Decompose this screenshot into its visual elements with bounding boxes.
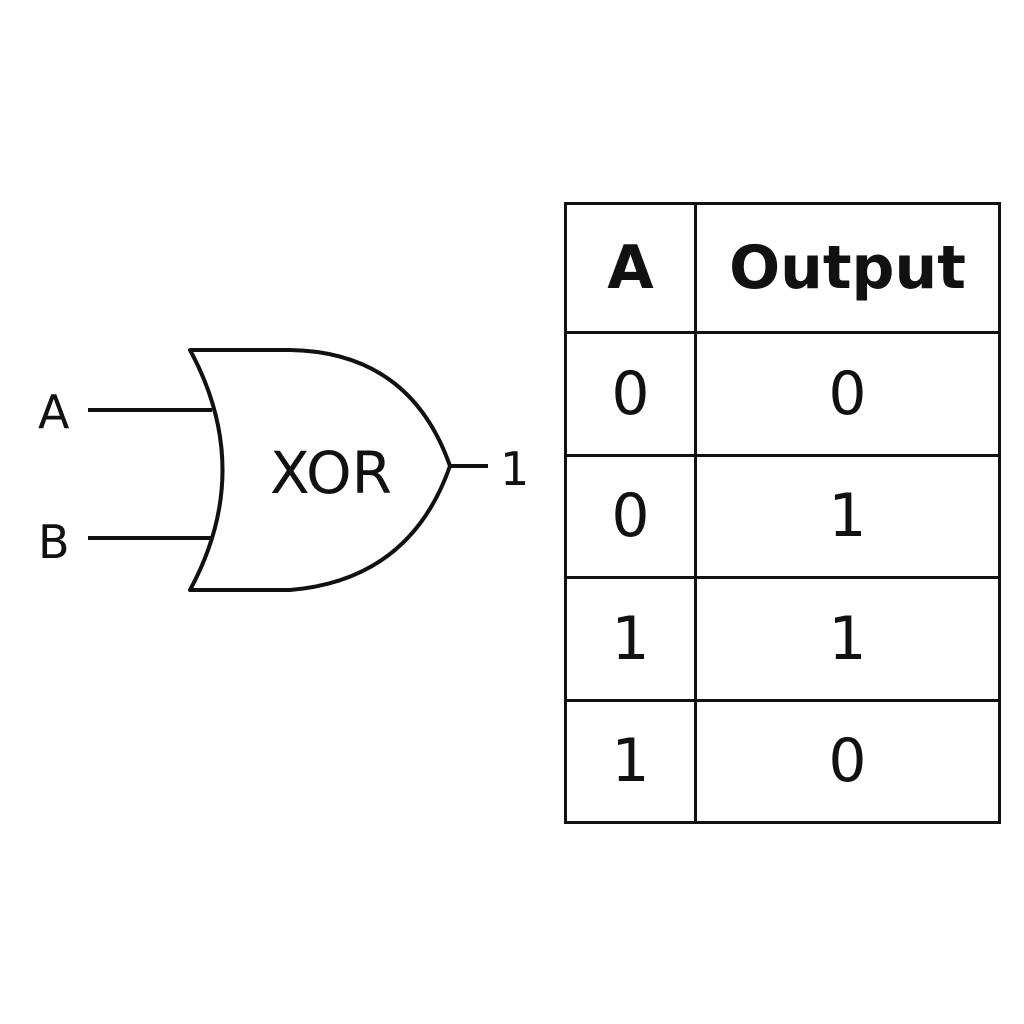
gate-label: XOR	[270, 439, 392, 507]
truth-table: A Output 0 0 0 1 1 1 1 0	[564, 202, 1001, 824]
cell-output: 0	[694, 698, 1001, 824]
output-value: 1	[500, 442, 529, 496]
input-a-label: A	[38, 385, 70, 439]
gate-body	[188, 348, 452, 592]
table-row: 0 1	[564, 453, 1001, 579]
table-row: 1 1	[564, 576, 1001, 702]
input-b-label: B	[38, 515, 70, 569]
cell-output: 1	[694, 453, 1001, 579]
table-row: 0 0	[564, 331, 1001, 457]
header-output: Output	[694, 202, 1001, 334]
table-row: 1 0	[564, 698, 1001, 824]
cell-output: 1	[694, 576, 1001, 702]
truth-table-header-row: A Output	[564, 202, 1001, 334]
cell-a: 0	[564, 331, 697, 457]
cell-a: 0	[564, 453, 697, 579]
header-a: A	[564, 202, 697, 334]
cell-a: 1	[564, 698, 697, 824]
cell-output: 0	[694, 331, 1001, 457]
cell-a: 1	[564, 576, 697, 702]
